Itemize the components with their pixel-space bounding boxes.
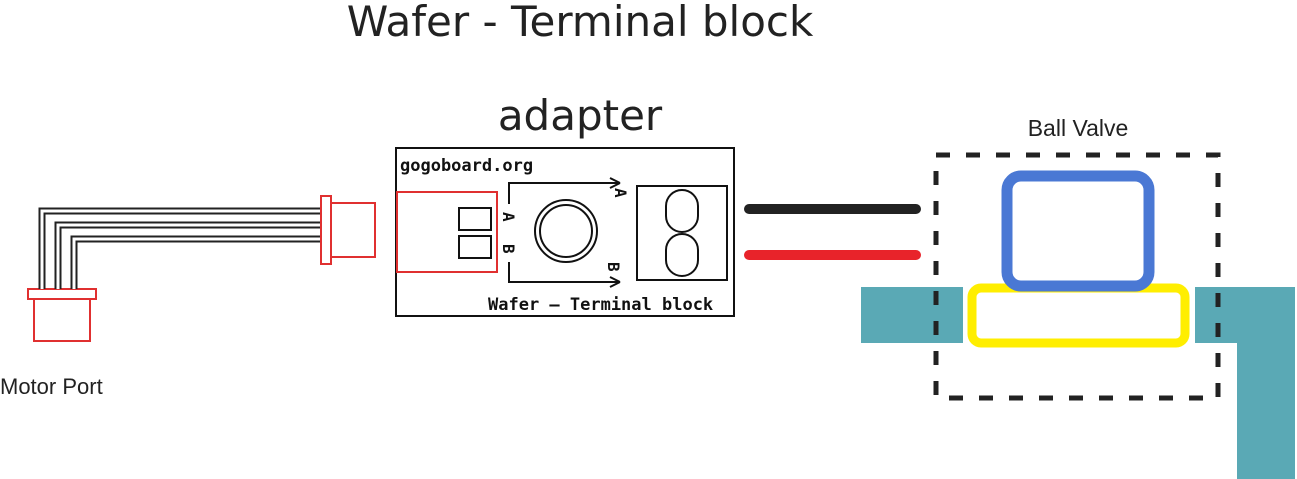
board-traces <box>508 182 620 283</box>
round-component-inner <box>539 204 593 258</box>
adapter-board: gogoboard.org Wafer – Terminal block A B… <box>395 147 735 317</box>
pin-b-right-label: B <box>604 262 623 272</box>
motor-cable <box>38 207 322 289</box>
pin-b-left-label: B <box>499 244 518 254</box>
ball-valve-boundary <box>933 152 1221 401</box>
pin-a-right-label: A <box>611 188 630 198</box>
ball-valve-label: Ball Valve <box>1028 115 1129 141</box>
valve-actuator <box>1001 170 1155 292</box>
pipe <box>861 287 1295 479</box>
trace-arrows <box>504 177 621 288</box>
socket-pin-a <box>458 207 492 231</box>
terminal-screw-a <box>665 189 699 233</box>
board-url: gogoboard.org <box>400 156 533 176</box>
wafer-plug <box>320 195 376 265</box>
terminal-screw-b <box>665 233 699 277</box>
title-line-2: adapter <box>498 91 663 140</box>
motor-port-connector <box>27 288 97 342</box>
socket-pin-b <box>458 235 492 259</box>
board-label: Wafer – Terminal block <box>488 295 713 315</box>
pin-a-left-label: A <box>499 212 518 222</box>
title-line-1: Wafer - Terminal block <box>347 0 814 46</box>
valve-body <box>967 283 1190 348</box>
motor-port-label: Motor Port <box>0 374 103 399</box>
wafer-socket <box>396 191 498 273</box>
